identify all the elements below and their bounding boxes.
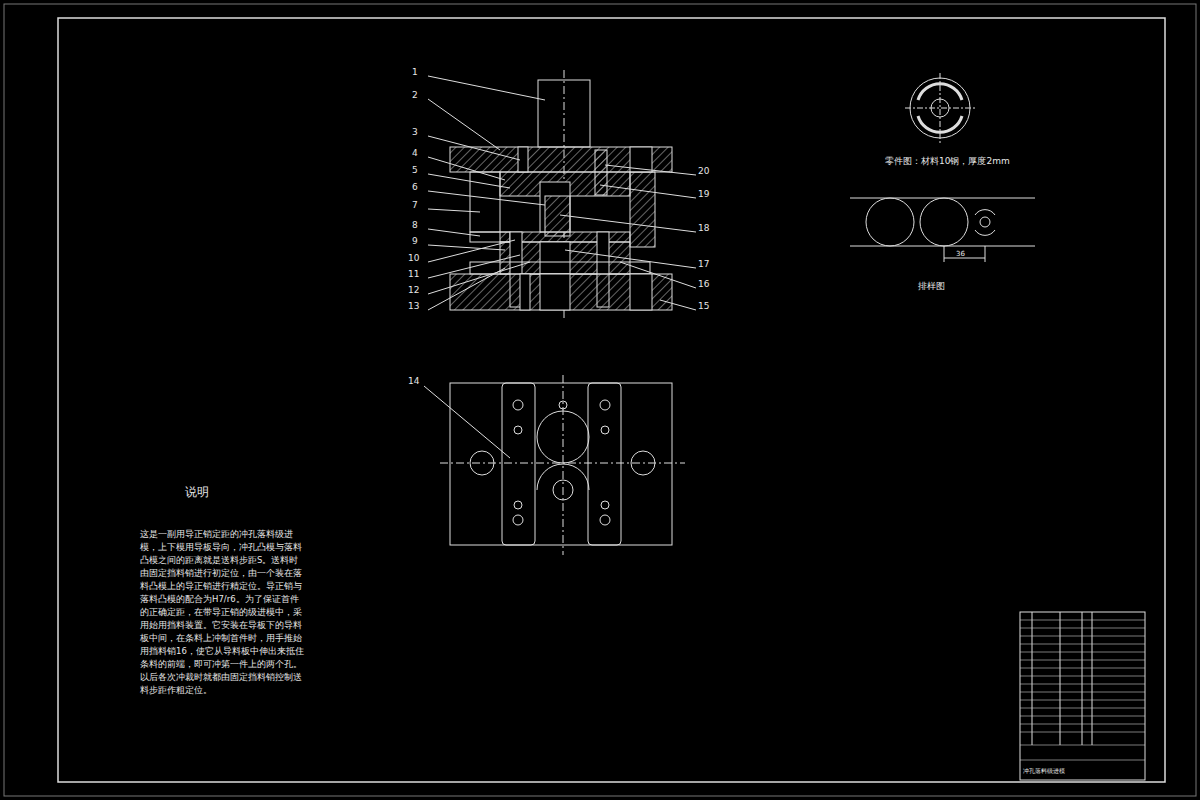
drawing-label: 说明 <box>185 485 209 499</box>
callout-number: 20 <box>698 166 709 177</box>
callout-number: 2 <box>412 90 418 101</box>
callout-number: 11 <box>408 269 419 280</box>
note-text: 这是一副用导正销定距的冲孔落料级进模，上下模用导板导向，冲孔凸模与落料凸模之间的… <box>140 528 305 697</box>
callout-number: 17 <box>698 259 709 270</box>
callout-number: 3 <box>412 127 418 138</box>
drawing-label: 36 <box>956 250 965 258</box>
drawing-label: 排样图 <box>918 281 945 292</box>
callout-number: 14 <box>408 376 419 387</box>
callout-number: 8 <box>412 220 418 231</box>
callout-number: 13 <box>408 301 419 312</box>
callout-number: 5 <box>412 165 418 176</box>
callout-number: 9 <box>412 236 418 247</box>
callout-number: 18 <box>698 223 709 234</box>
callout-number: 16 <box>698 279 709 290</box>
callout-number: 6 <box>412 182 418 193</box>
callout-number: 15 <box>698 301 709 312</box>
callout-number: 7 <box>412 200 418 211</box>
callout-number: 12 <box>408 285 419 296</box>
callout-number: 1 <box>412 67 418 78</box>
callout-number: 19 <box>698 189 709 200</box>
drawing-label: 零件图：材料10钢，厚度2mm <box>885 156 1010 167</box>
callout-number: 4 <box>412 148 418 159</box>
drawing-label: 冲孔落料级进模 <box>1023 767 1065 774</box>
callout-number: 10 <box>408 253 419 264</box>
